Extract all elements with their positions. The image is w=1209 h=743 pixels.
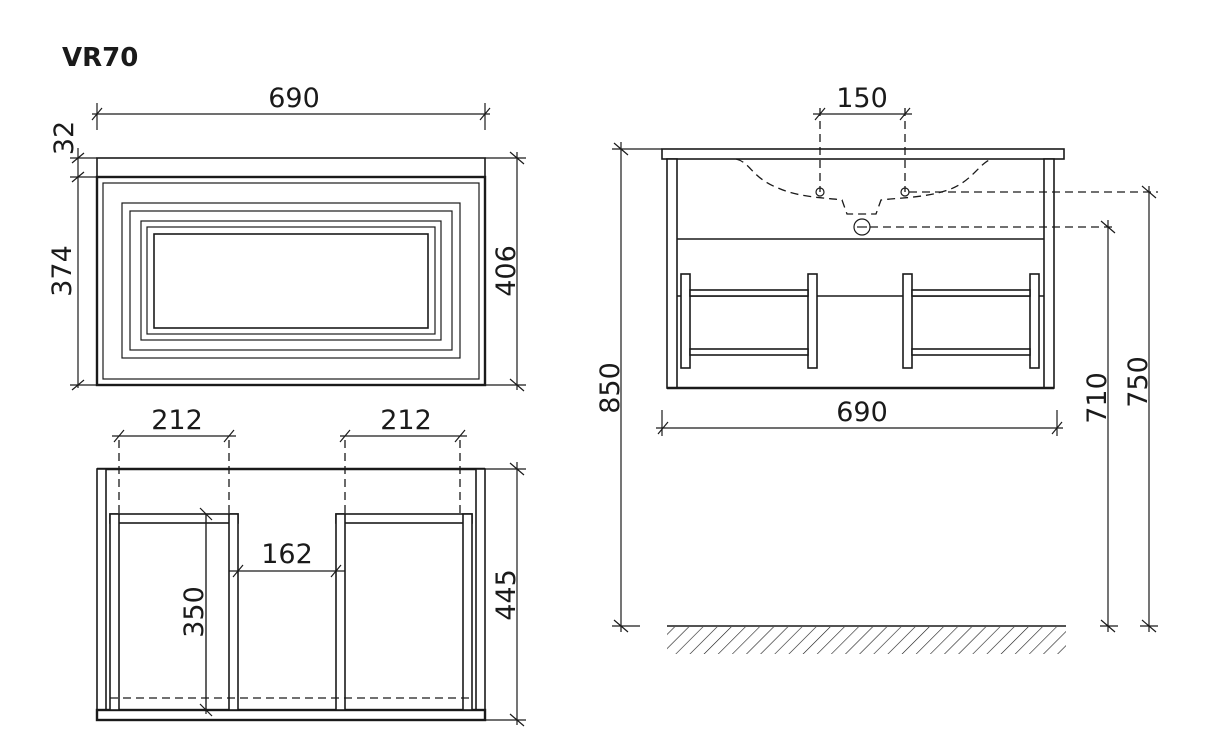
front-view: 690 32 374 406 [47,83,526,392]
dim-drawer-depth: 350 [179,586,210,638]
drawer-panel [153,233,429,329]
dim-total-height-side: 850 [595,362,626,414]
dim-top-thickness: 32 [49,121,80,155]
dim-depth: 445 [491,569,522,621]
dim-tap-spacing: 150 [836,83,888,114]
dim-total-height-front: 406 [491,245,522,297]
bottom-view: 212 212 162 350 445 [95,405,526,727]
dim-drawer-height: 374 [47,245,78,297]
countertop [96,157,486,178]
dim-left-section: 212 [151,405,203,436]
dim-width-side: 690 [836,397,888,428]
cabinet-front [95,175,487,387]
dim-gap: 162 [261,539,313,570]
floor-hatch [667,627,1066,654]
basin-top [661,148,1065,160]
dim-tap-height: 750 [1123,356,1154,408]
dim-right-section: 212 [380,405,432,436]
dim-width-front: 690 [268,83,320,114]
side-view: 150 690 850 710 750 [595,83,1158,654]
dim-drain-height: 710 [1082,372,1113,424]
model-title: VR70 [62,43,138,73]
